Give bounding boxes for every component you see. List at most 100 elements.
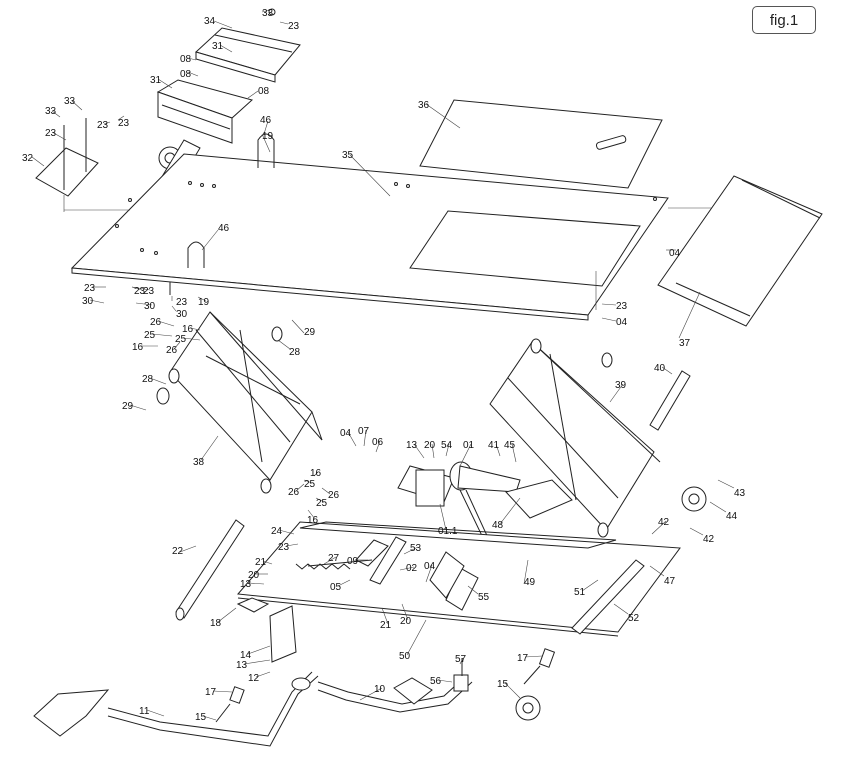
leader-line	[504, 682, 521, 699]
part-number-label: 25	[304, 479, 316, 490]
leader-line	[609, 383, 624, 403]
valve-block	[429, 551, 479, 611]
leader-line	[247, 645, 271, 655]
leader-line	[157, 320, 175, 327]
part-number-label: 25	[175, 334, 187, 345]
part-number-label: 04	[669, 248, 681, 259]
part-number-label: 09	[347, 556, 359, 567]
part-number-label: 33	[64, 96, 76, 107]
leader-line	[261, 9, 271, 13]
part-number-label: 23	[143, 286, 155, 297]
part-number-label: 33	[45, 106, 57, 117]
leader-line	[363, 429, 367, 447]
part-number-label: 17	[517, 653, 529, 664]
cover-plate	[419, 99, 663, 189]
part-number-label: 29	[304, 327, 316, 338]
part-number-label: 26	[328, 490, 340, 501]
side-plate	[35, 118, 99, 197]
part-number-label: 13	[240, 579, 252, 590]
part-number-label: 57	[455, 654, 467, 665]
part-number-label: 04	[340, 428, 352, 439]
lift-platform	[63, 153, 720, 321]
part-number-label: 54	[441, 440, 453, 451]
part-number-label: 15	[497, 679, 509, 690]
leader-line	[439, 503, 447, 531]
part-number-label: 43	[734, 488, 746, 499]
leader-line	[649, 565, 665, 577]
part-number-label: 21	[380, 620, 392, 631]
part-number-label: 24	[271, 526, 283, 537]
leader-line	[661, 366, 673, 375]
leader-line	[201, 229, 219, 251]
leader-line	[131, 286, 151, 291]
wheel-rear	[681, 486, 707, 512]
leader-line	[217, 607, 237, 623]
part-number-label: 16	[132, 342, 144, 353]
part-number-label: 37	[679, 338, 691, 349]
leader-line	[321, 487, 331, 495]
part-number-label: 45	[504, 440, 516, 451]
hydraulic-pump	[397, 461, 573, 591]
part-number-label: 44	[726, 511, 738, 522]
leader-line	[337, 579, 351, 587]
part-number-label: 25	[144, 330, 156, 341]
leader-line	[278, 529, 295, 535]
part-number-label: 36	[418, 100, 430, 111]
ramp	[657, 175, 823, 327]
leader-line	[524, 655, 543, 658]
part-number-label: 21	[255, 557, 267, 568]
leader-line	[171, 305, 177, 312]
leader-line	[495, 443, 501, 457]
part-number-label: 10	[374, 684, 386, 695]
leader-line	[200, 435, 219, 461]
part-number-label: 19	[198, 297, 210, 308]
part-number-label: 12	[248, 673, 260, 684]
leader-line	[255, 671, 271, 678]
leader-line	[401, 603, 409, 621]
part-number-label: 34	[204, 16, 216, 27]
leader-line	[189, 327, 201, 331]
part-number-label: 27	[328, 553, 340, 564]
part-number-label: 08	[180, 69, 192, 80]
part-number-label: 28	[142, 374, 154, 385]
part-number-label: 23	[118, 118, 130, 129]
leader-line	[459, 443, 472, 467]
part-number-label: 29	[122, 401, 134, 412]
part-number-label: 30	[144, 301, 156, 312]
part-number-label: 39	[615, 380, 627, 391]
leader-line	[247, 582, 265, 585]
right-scissor-arm	[489, 338, 661, 538]
part-number-label: 23	[288, 21, 300, 32]
part-number-label: 42	[658, 517, 670, 528]
leader-line	[291, 319, 305, 334]
leader-line	[375, 440, 381, 453]
part-number-label: 53	[410, 543, 422, 554]
part-number-label: 46	[218, 223, 230, 234]
leader-line	[89, 299, 105, 304]
figure-label: fig.1	[752, 6, 816, 34]
lift-bracket	[236, 597, 297, 663]
leader-lines	[31, 9, 735, 721]
part-number-label: 23	[134, 286, 146, 297]
part-number-label: 30	[176, 309, 188, 320]
leader-line	[51, 131, 67, 141]
part-number-label: 35	[342, 150, 354, 161]
foot-pedal	[33, 671, 319, 747]
leader-line	[459, 657, 464, 665]
leader-line	[613, 603, 629, 615]
part-number-label: 26	[288, 487, 300, 498]
part-number-label: 01	[463, 440, 475, 451]
part-number-label: 16	[310, 468, 322, 479]
part-number-label: 33	[262, 8, 274, 19]
leader-line	[445, 443, 450, 457]
part-number-label: 40	[654, 363, 666, 374]
part-number-label: 07	[358, 426, 370, 437]
leader-line	[187, 57, 197, 61]
part-number-label: 04	[616, 317, 628, 328]
leader-line	[263, 120, 269, 135]
leader-line	[31, 156, 45, 167]
part-number-label: 52	[628, 613, 640, 624]
part-number-label: 13	[406, 440, 418, 451]
